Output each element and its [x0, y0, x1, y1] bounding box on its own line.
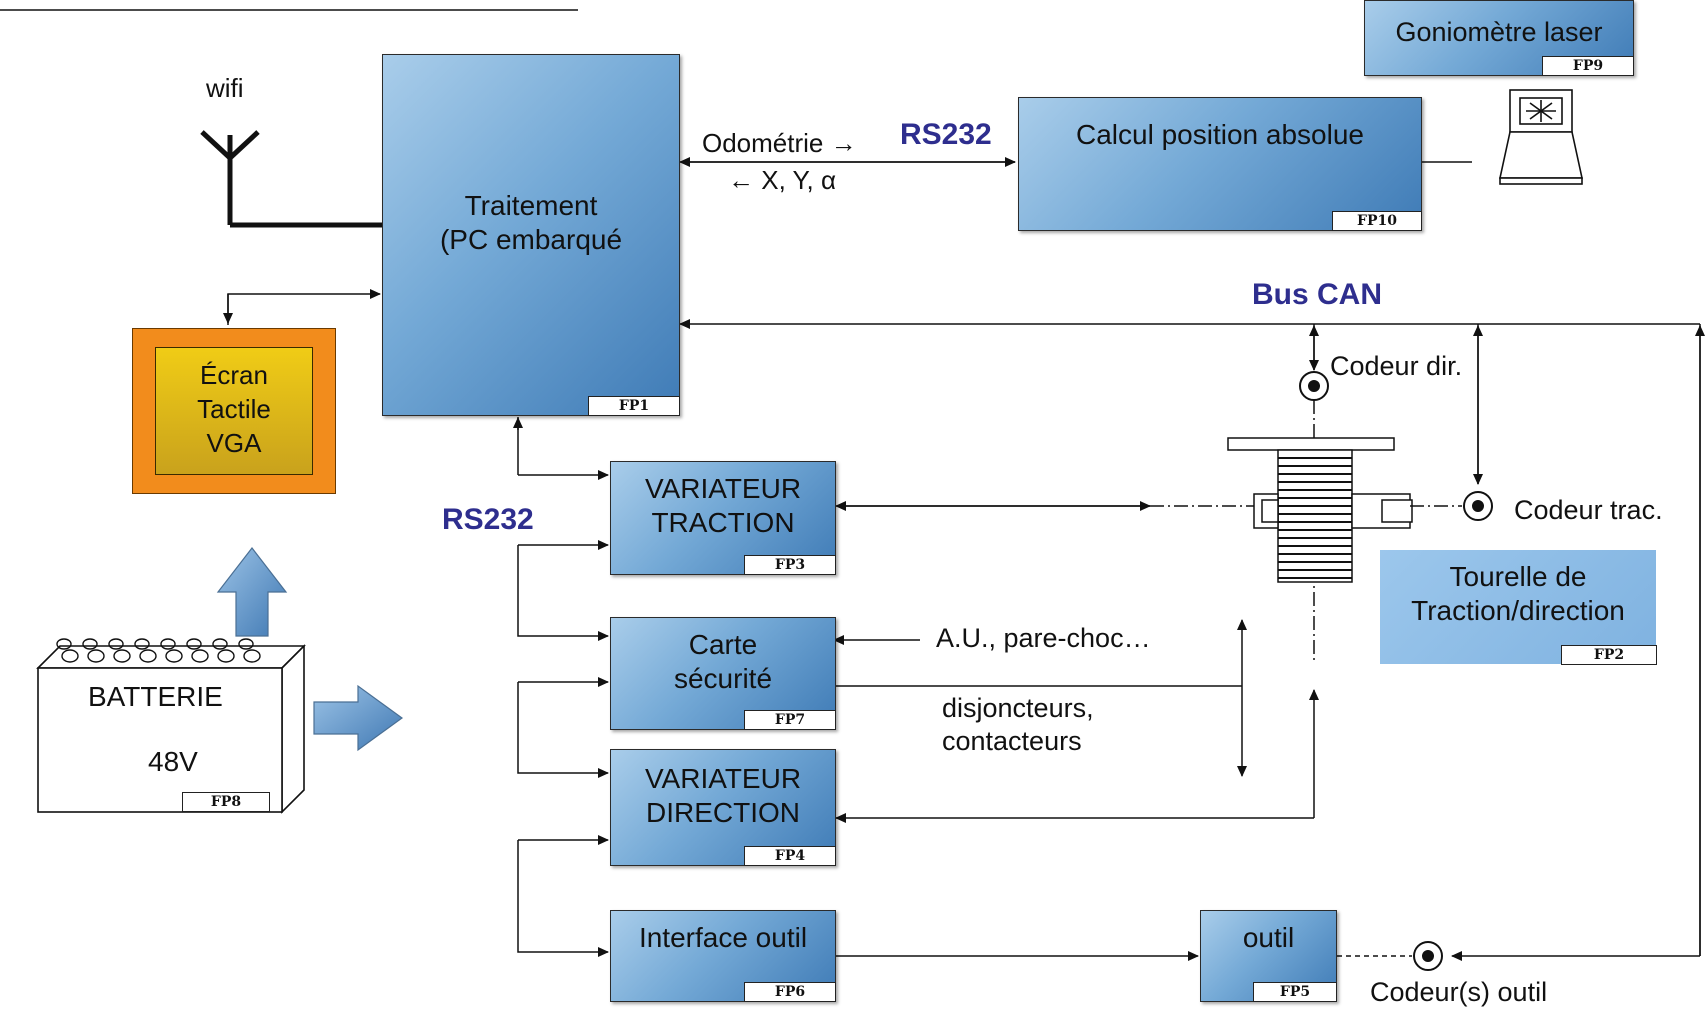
- block-goniometre: Goniomètre laser FP9: [1364, 0, 1634, 76]
- wifi-label: wifi: [206, 73, 244, 103]
- batterie-voltage: 48V: [148, 746, 198, 777]
- tag-fp4: FP4: [744, 846, 836, 866]
- tag-fp5: FP5: [1253, 982, 1337, 1002]
- variateur-direction-title: VARIATEUR DIRECTION: [644, 763, 802, 828]
- codeur-outil-label: Codeur(s) outil: [1370, 977, 1548, 1007]
- codeur-trac-icon: [1463, 491, 1493, 521]
- tourelle-title: Tourelle de Traction/direction: [1411, 561, 1625, 626]
- block-variateur-direction: VARIATEUR DIRECTION FP4: [610, 749, 836, 866]
- wire-bus-can: [679, 319, 1705, 961]
- outil-title: outil: [1242, 922, 1295, 953]
- codeur-outil-icon: [1413, 941, 1443, 971]
- ecran-inner: Écran Tactile VGA: [155, 347, 313, 475]
- ecran-label: Écran Tactile VGA: [197, 360, 271, 458]
- tag-fp3: FP3: [744, 555, 836, 575]
- power-up-arrow-icon: [216, 547, 288, 637]
- block-carte-securite: Carte sécurité FP7: [610, 617, 836, 730]
- tag-fp8: FP8: [182, 792, 270, 812]
- batterie-label: BATTERIE: [88, 681, 223, 712]
- codeur-dir-icon: [1299, 371, 1329, 401]
- laser-device-icon: [1499, 89, 1583, 185]
- tag-fp6: FP6: [744, 982, 836, 1002]
- bus-can-label: Bus CAN: [1252, 278, 1383, 311]
- block-traitement: Traitement (PC embarqué FP1: [382, 54, 680, 416]
- power-right-arrow-icon: [313, 684, 404, 752]
- au-label: A.U., pare-choc…: [936, 623, 1151, 653]
- interface-outil-title: Interface outil: [638, 922, 808, 953]
- block-tourelle: Tourelle de Traction/direction FP2: [1380, 550, 1657, 665]
- wire-screen: [223, 289, 381, 325]
- tag-fp2: FP2: [1561, 645, 1657, 665]
- block-interface-outil: Interface outil FP6: [610, 910, 836, 1002]
- tourelle-drawing: [1227, 400, 1413, 660]
- tag-fp9: FP9: [1542, 56, 1634, 76]
- codeur-dir-label: Codeur dir.: [1330, 351, 1463, 381]
- block-calcul-position: Calcul position absolue FP10: [1018, 97, 1422, 231]
- wire-direction-motor: [835, 689, 1319, 823]
- xya-label: ← X, Y, α: [728, 165, 837, 195]
- codeur-trac-label: Codeur trac.: [1514, 495, 1663, 525]
- traitement-title: Traitement (PC embarqué: [439, 190, 623, 255]
- antenna-icon: [200, 130, 382, 228]
- wire-securite: [833, 619, 1247, 777]
- block-outil: outil FP5: [1200, 910, 1337, 1002]
- variateur-traction-title: VARIATEUR TRACTION: [644, 473, 802, 538]
- tag-fp7: FP7: [744, 710, 836, 730]
- wire-rs232-left: [513, 417, 609, 957]
- disjoncteurs-label: disjoncteurs, contacteurs: [942, 693, 1094, 756]
- goniometre-title: Goniomètre laser: [1395, 17, 1603, 47]
- battery-icon: [36, 638, 306, 814]
- calcul-title: Calcul position absolue: [1076, 119, 1364, 150]
- block-variateur-traction: VARIATEUR TRACTION FP3: [610, 461, 836, 575]
- tag-fp1: FP1: [588, 396, 680, 416]
- rs232-left-label: RS232: [442, 503, 534, 536]
- tag-fp10: FP10: [1332, 211, 1422, 231]
- carte-securite-title: Carte sécurité: [673, 629, 773, 694]
- ecran-tactile: Écran Tactile VGA: [132, 328, 336, 494]
- odometrie-label: Odométrie →: [702, 128, 857, 158]
- rs232-top-label: RS232: [900, 118, 992, 151]
